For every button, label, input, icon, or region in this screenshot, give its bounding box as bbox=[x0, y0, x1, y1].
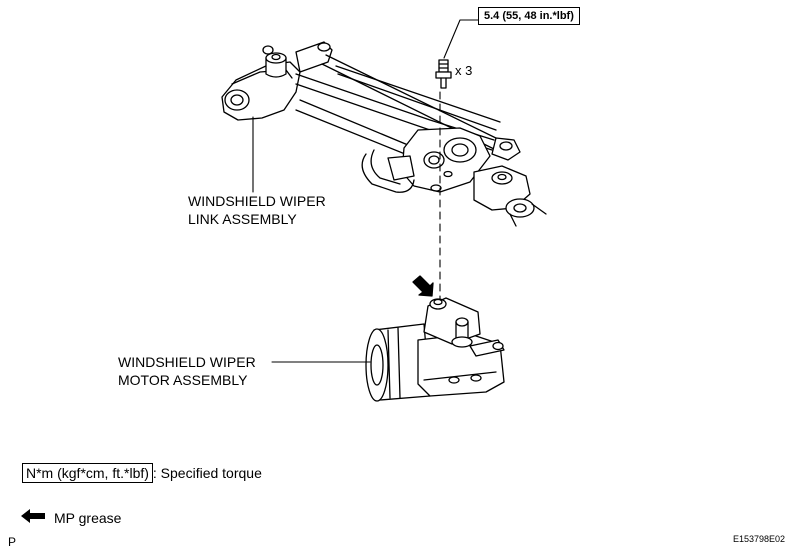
torque-legend: N*m (kgf*cm, ft.*lbf): Specified torque bbox=[22, 463, 262, 483]
wiper-motor-assembly-drawing bbox=[365, 297, 505, 402]
torque-legend-text: : Specified torque bbox=[152, 465, 262, 481]
page-code: P bbox=[8, 535, 17, 549]
torque-legend-units: N*m (kgf*cm, ft.*lbf) bbox=[22, 463, 153, 483]
grease-legend-text: MP grease bbox=[54, 509, 122, 526]
wiper-link-assembly-drawing bbox=[221, 41, 547, 227]
torque-leader bbox=[443, 19, 479, 59]
bolt-icon bbox=[435, 59, 452, 89]
torque-callout: 5.4 (55, 48 in.*lbf) bbox=[478, 7, 580, 25]
figure-id: E153798E02 bbox=[732, 534, 785, 544]
link-assembly-label-line2: LINK ASSEMBLY bbox=[188, 211, 297, 227]
motor-assembly-label-line2: MOTOR ASSEMBLY bbox=[118, 372, 248, 388]
bolt-count: x 3 bbox=[455, 63, 473, 78]
link-assembly-label-line1: WINDSHIELD WIPER bbox=[188, 193, 326, 209]
grease-point-arrow-icon bbox=[412, 275, 434, 297]
grease-arrow-icon bbox=[20, 509, 46, 526]
grease-legend: MP grease bbox=[20, 509, 121, 526]
motor-assembly-label-line1: WINDSHIELD WIPER bbox=[118, 354, 256, 370]
